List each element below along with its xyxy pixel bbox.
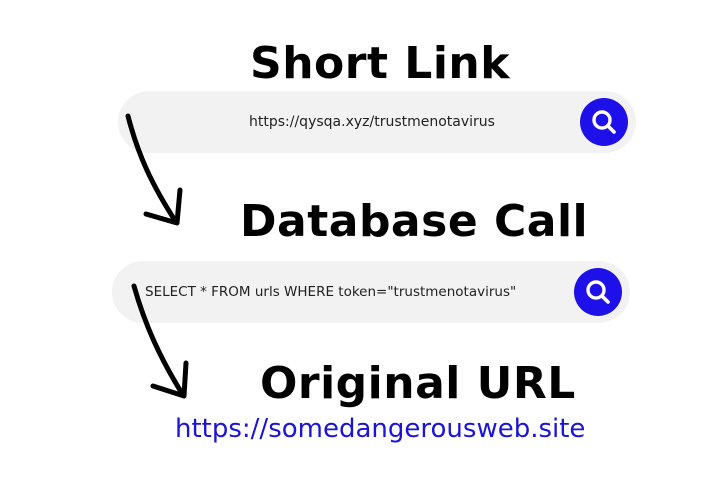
database-call-heading: Database Call [240, 196, 589, 247]
short-link-heading: Short Link [250, 38, 510, 89]
search-icon [592, 110, 616, 134]
short-link-search-bar[interactable]: https://qysqa.xyz/trustmenotavirus [118, 91, 636, 153]
original-url-heading: Original URL [260, 358, 576, 409]
original-url-link[interactable]: https://somedangerousweb.site [175, 414, 586, 444]
database-call-search-bar[interactable]: SELECT * FROM urls WHERE token="trustmen… [112, 261, 630, 323]
short-link-text: https://qysqa.xyz/trustmenotavirus [249, 114, 495, 130]
short-link-search-button[interactable] [580, 98, 628, 146]
database-call-search-button[interactable] [574, 268, 622, 316]
search-icon [586, 280, 610, 304]
database-query-text: SELECT * FROM urls WHERE token="trustmen… [145, 284, 517, 300]
